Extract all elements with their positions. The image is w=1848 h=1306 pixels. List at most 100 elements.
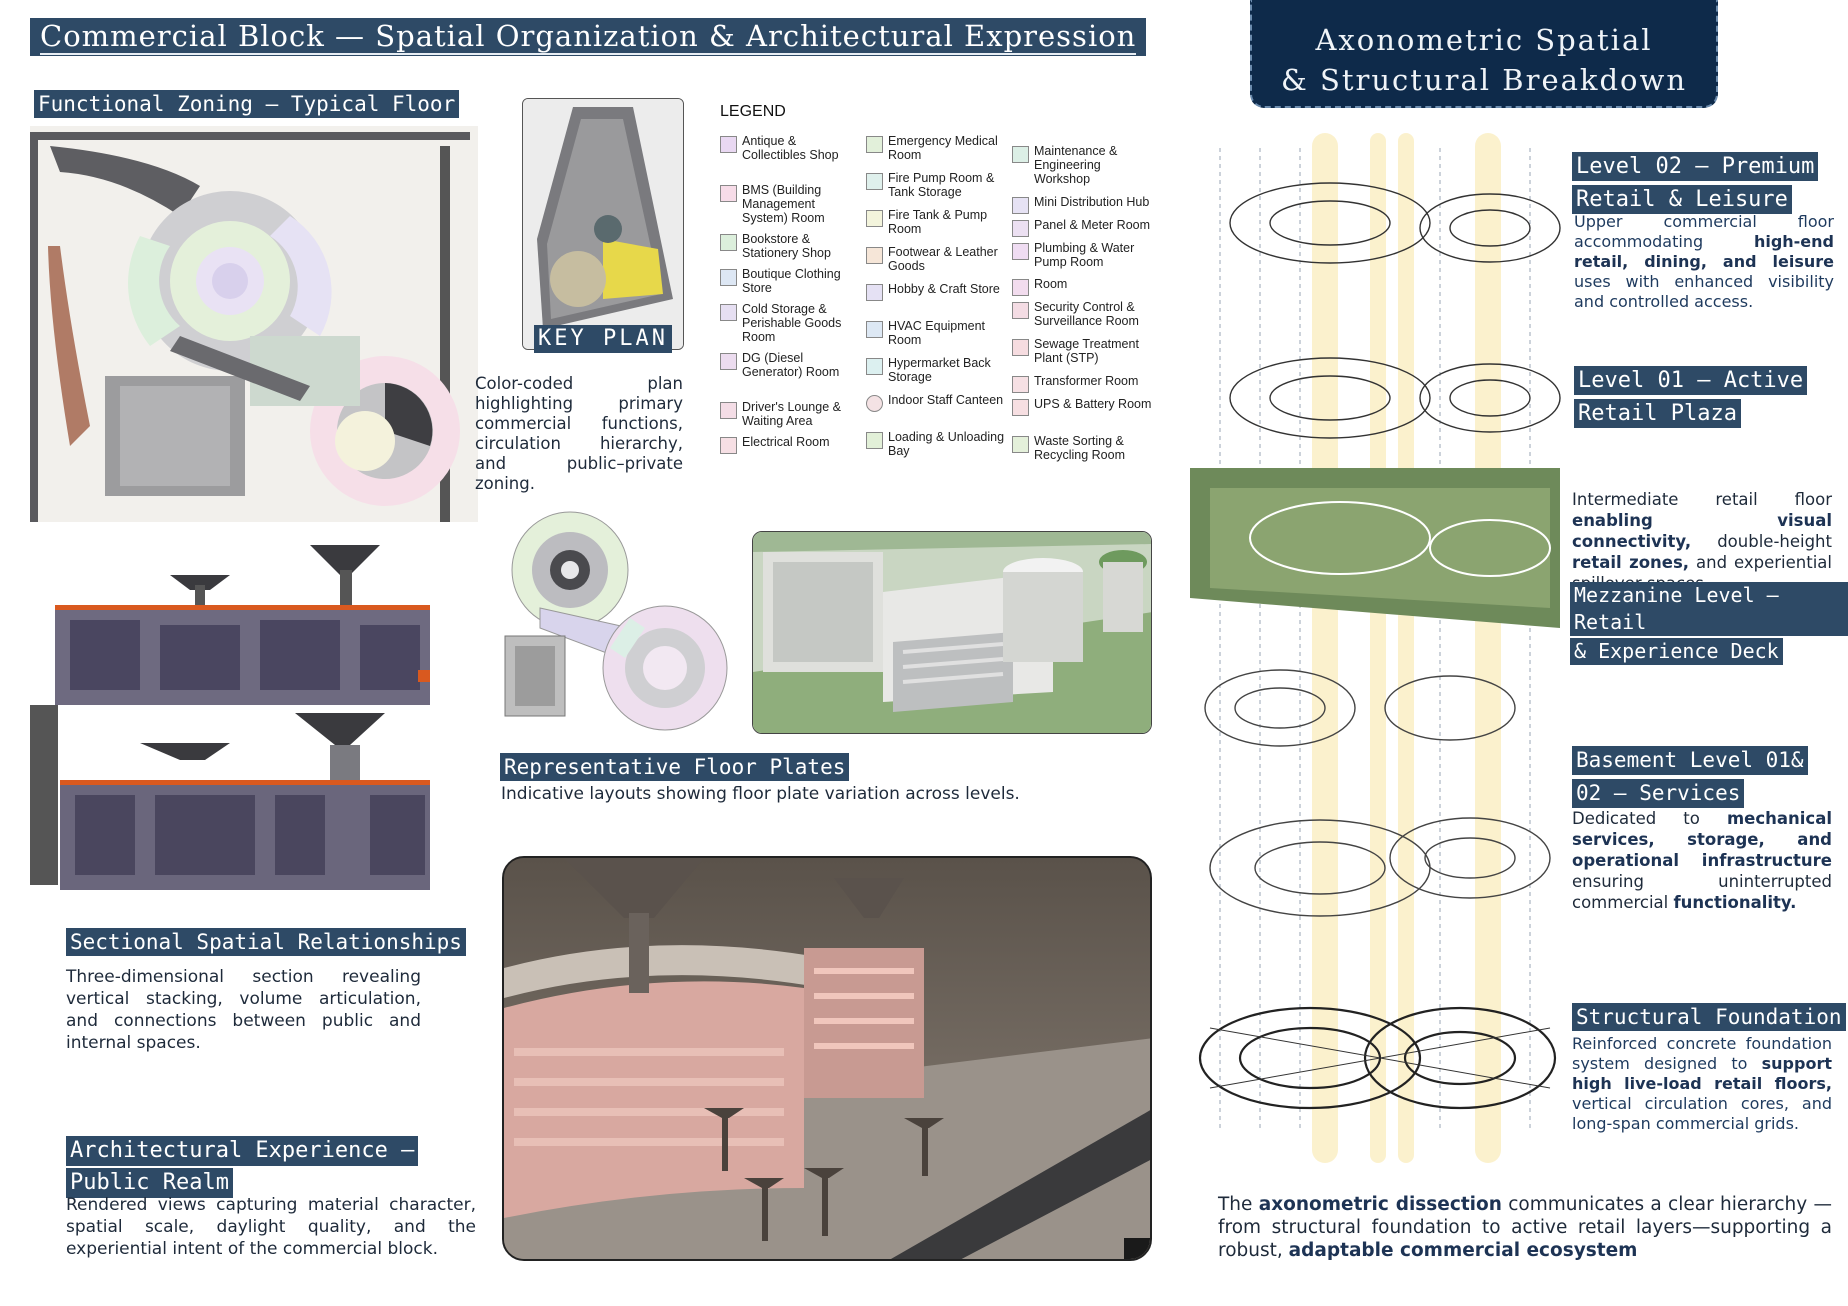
level-02-heading: Level 02 — Premium Retail & Leisure xyxy=(1572,152,1819,218)
legend-swatch xyxy=(866,432,883,449)
level-02-text-bold: high-end retail, dining, and leisure xyxy=(1574,232,1834,271)
level-01-text-bold: retail zones, xyxy=(1572,553,1690,572)
legend-item: Hypermarket Back Storage xyxy=(866,356,1006,393)
legend-swatch xyxy=(720,136,737,153)
level-01-heading-line2: Retail Plaza xyxy=(1574,399,1741,430)
summary-text-bold: adaptable commercial ecosystem xyxy=(1288,1240,1638,1261)
legend-swatch xyxy=(1012,376,1029,393)
legend-item: Indoor Staff Canteen xyxy=(866,393,1006,430)
legend-item: Plumbing & Water Pump Room xyxy=(1012,241,1152,277)
axonometric-summary: The axonometric dissection communicates … xyxy=(1218,1193,1832,1262)
functional-zoning-heading: Functional Zoning — Typical Floor xyxy=(34,90,460,119)
foundation-text-part: vertical circulation cores, and long-spa… xyxy=(1572,1094,1832,1133)
legend-label: Boutique Clothing Store xyxy=(742,267,841,295)
summary-text-bold: axonometric dissection xyxy=(1258,1194,1502,1215)
axonometric-title-line1: Axonometric Spatial xyxy=(1315,23,1653,57)
foundation-text-part: Reinforced concrete foundation system de… xyxy=(1572,1034,1832,1073)
key-plan-description: Color-coded plan highlighting primary co… xyxy=(475,374,683,493)
level-01-heading-line1: Level 01 — Active xyxy=(1574,366,1808,397)
level-01-text-part: double-height xyxy=(1717,532,1832,551)
legend-swatch xyxy=(1012,243,1029,260)
legend-label: BMS (Building Management System) Room xyxy=(742,183,825,225)
legend-item: BMS (Building Management System) Room xyxy=(720,183,855,232)
legend-item: Security Control & Surveillance Room xyxy=(1012,300,1152,337)
legend-label: Panel & Meter Room xyxy=(1034,218,1151,232)
basement-heading: Basement Level 01& 02 — Services xyxy=(1572,746,1808,812)
legend-label: Hobby & Craft Store xyxy=(888,282,1000,296)
legend-swatch xyxy=(1012,339,1029,356)
legend-swatch xyxy=(866,358,883,375)
legend-swatch xyxy=(866,247,883,264)
legend-label: UPS & Battery Room xyxy=(1034,397,1152,411)
legend-item: Mini Distribution Hub xyxy=(1012,195,1152,218)
level-02-text-part: uses with enhanced visibility and contro… xyxy=(1574,272,1834,311)
axonometric-exploded-drawing xyxy=(1190,128,1570,1168)
legend-item: DG (Diesel Generator) Room xyxy=(720,351,855,400)
experience-heading-line1: Architectural Experience — xyxy=(66,1136,419,1166)
legend-item: Driver's Lounge & Waiting Area xyxy=(720,400,855,435)
functional-zoning-plan-image xyxy=(30,126,478,522)
legend-label: HVAC Equipment Room xyxy=(888,319,986,347)
legend-label: Hypermarket Back Storage xyxy=(888,356,991,384)
legend-item: Antique & Collectibles Shop xyxy=(720,134,855,183)
legend-item: Waste Sorting & Recycling Room xyxy=(1012,434,1152,471)
section-heading: Sectional Spatial Relationships xyxy=(66,928,466,957)
legend-item: Fire Pump Room & Tank Storage xyxy=(866,171,1006,208)
basement-heading-line1: Basement Level 01& xyxy=(1572,746,1808,777)
legend-label: Maintenance & Engineering Workshop xyxy=(1034,144,1118,186)
key-plan-image xyxy=(522,98,684,350)
level-01-text-part: Intermediate retail floor xyxy=(1572,490,1832,509)
legend-label: Room xyxy=(1034,277,1068,291)
summary-text-part: The xyxy=(1218,1194,1253,1215)
legend-swatch xyxy=(866,136,883,153)
legend-title: LEGEND xyxy=(720,103,786,120)
legend-label: Transformer Room xyxy=(1034,374,1139,388)
legend-item: Electrical Room xyxy=(720,435,855,457)
level-02-heading-line1: Level 02 — Premium xyxy=(1572,152,1819,183)
axonometric-title-line2: & Structural Breakdown xyxy=(1280,63,1688,97)
legend-item: Footwear & Leather Goods xyxy=(866,245,1006,282)
key-plan-label: KEY PLAN xyxy=(534,325,672,353)
legend-swatch xyxy=(720,234,737,251)
legend-label: Mini Distribution Hub xyxy=(1034,195,1150,209)
legend-item: Sewage Treatment Plant (STP) xyxy=(1012,337,1152,374)
floor-plate-render-image xyxy=(752,531,1152,734)
floor-plates-heading: Representative Floor Plates xyxy=(500,753,850,782)
section-text: Three-dimensional section revealing vert… xyxy=(66,967,421,1053)
legend-swatch xyxy=(720,437,737,454)
foundation-text-bold: support high live-load retail floors, xyxy=(1572,1054,1832,1093)
legend-swatch xyxy=(866,284,883,301)
legend-swatch xyxy=(1012,302,1029,319)
legend-swatch xyxy=(1012,220,1029,237)
legend-swatch xyxy=(1012,197,1029,214)
legend-item: Loading & Unloading Bay xyxy=(866,430,1006,467)
legend-label: Plumbing & Water Pump Room xyxy=(1034,241,1135,269)
basement-text-part: ensuring uninterrupted commercial xyxy=(1572,872,1832,912)
legend-label: Indoor Staff Canteen xyxy=(888,393,1004,407)
section-drawings-image xyxy=(30,545,430,900)
legend-column-1: Antique & Collectibles Shop BMS (Buildin… xyxy=(720,134,855,457)
basement-heading-line2: 02 — Services xyxy=(1572,779,1745,810)
legend-swatch xyxy=(866,210,883,227)
legend-label: Bookstore & Stationery Shop xyxy=(742,232,831,260)
legend-item: Cold Storage & Perishable Goods Room xyxy=(720,302,855,351)
legend-swatch xyxy=(720,353,737,370)
legend-swatch xyxy=(1012,279,1029,296)
legend-swatch xyxy=(1012,436,1029,453)
legend-label: Fire Pump Room & Tank Storage xyxy=(888,171,995,199)
legend-label: Fire Tank & Pump Room xyxy=(888,208,988,236)
experience-heading-line2: Public Realm xyxy=(66,1168,233,1198)
level-02-heading-line2: Retail & Leisure xyxy=(1572,185,1792,216)
legend-label: Security Control & Surveillance Room xyxy=(1034,300,1139,328)
summary-text-part: communicates a clear hierarchy —from str… xyxy=(1218,1194,1833,1261)
level-01-text: Intermediate retail floor enabling visua… xyxy=(1572,489,1832,594)
legend-swatch xyxy=(1012,146,1029,163)
basement-text: Dedicated to mechanical services, storag… xyxy=(1572,808,1832,913)
legend-item: Bookstore & Stationery Shop xyxy=(720,232,855,267)
page-title-text: Commercial Block — Spatial Organization … xyxy=(40,19,1137,55)
legend-swatch xyxy=(1012,399,1029,416)
legend-swatch xyxy=(720,304,737,321)
legend-label: Footwear & Leather Goods xyxy=(888,245,998,273)
experience-text: Rendered views capturing material charac… xyxy=(66,1195,476,1259)
legend-swatch xyxy=(720,402,737,419)
